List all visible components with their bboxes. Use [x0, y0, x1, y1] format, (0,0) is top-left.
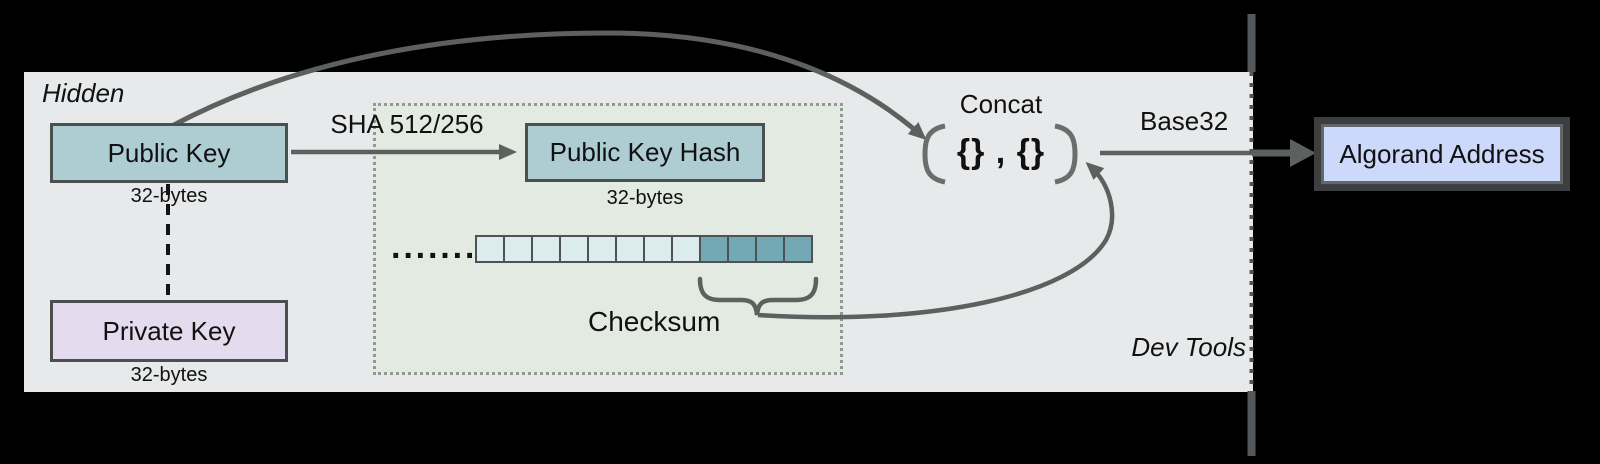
public-key-box: Public Key — [50, 123, 288, 183]
checksum-byte-cell — [755, 235, 785, 263]
checksum-byte-cell — [783, 235, 813, 263]
public-key-label: Public Key — [107, 137, 231, 168]
byte-array-ellipsis: ······· — [391, 237, 478, 275]
base32-label: Base32 — [1140, 106, 1229, 136]
public-key-hash-size-label: 32-bytes — [606, 187, 684, 209]
concat-expression: {} , {} — [956, 133, 1046, 171]
byte-array — [475, 235, 813, 263]
public-key-size-label: 32-bytes — [130, 185, 208, 207]
concat-label: Concat — [959, 89, 1043, 119]
concat-left-bracket — [922, 123, 946, 185]
byte-cell — [587, 235, 617, 263]
checksum-brace — [697, 276, 819, 316]
private-key-box: Private Key — [50, 300, 288, 362]
sha-hash-label: SHA 512/256 — [330, 109, 484, 139]
byte-cell — [503, 235, 533, 263]
public-key-hash-box: Public Key Hash — [525, 123, 765, 182]
concat-right-bracket — [1054, 123, 1078, 185]
algorand-address-label: Algorand Address — [1339, 138, 1545, 169]
byte-cell — [531, 235, 561, 263]
private-key-size-label: 32-bytes — [130, 364, 208, 386]
byte-cell — [615, 235, 645, 263]
checksum-byte-cell — [699, 235, 729, 263]
byte-cell — [671, 235, 701, 263]
byte-cell — [559, 235, 589, 263]
checksum-byte-cell — [727, 235, 757, 263]
public-key-hash-label: Public Key Hash — [549, 137, 741, 167]
arrow-base32-head — [1290, 139, 1316, 167]
byte-cell — [475, 235, 505, 263]
algorand-address-inner: Algorand Address — [1321, 124, 1563, 184]
arrow-checksum-to-concat — [757, 161, 1115, 320]
hidden-region-label: Hidden — [42, 78, 125, 108]
checksum-label: Checksum — [588, 306, 721, 337]
private-key-label: Private Key — [102, 315, 236, 346]
algorand-address-box: Algorand Address — [1314, 117, 1570, 191]
byte-cell — [643, 235, 673, 263]
arc-public-key-to-concat — [168, 30, 927, 140]
dev-tools-label: Dev Tools — [1131, 332, 1246, 362]
